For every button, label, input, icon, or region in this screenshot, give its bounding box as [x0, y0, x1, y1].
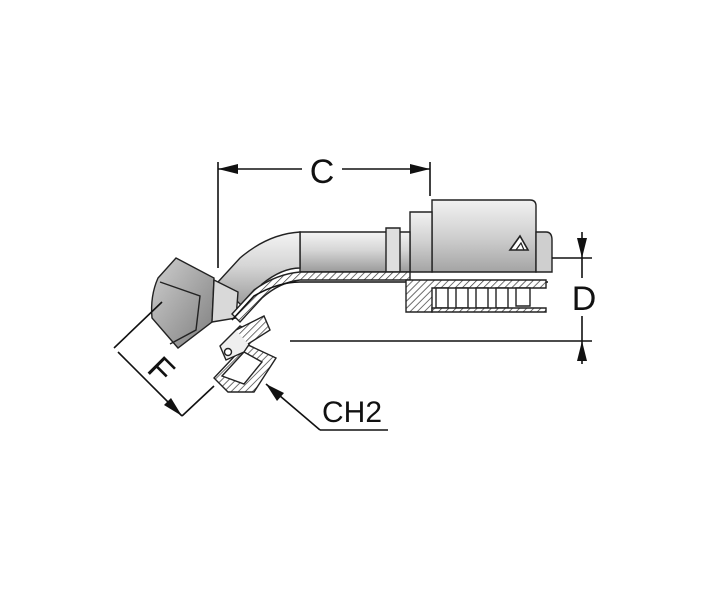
ferrule-teeth — [435, 287, 531, 309]
d-arrow-bottom — [577, 341, 587, 361]
f-extension-top — [113, 301, 163, 349]
swivel-nut-inner — [220, 351, 264, 385]
c-arrow-left — [218, 164, 238, 174]
section-tube-wall — [231, 271, 411, 324]
nut-section-edge — [235, 315, 271, 345]
dimension-c: C — [217, 150, 431, 268]
c-label-bg — [302, 150, 342, 186]
ch2-arrow — [266, 384, 284, 401]
ch2-label: CH2 — [322, 396, 382, 429]
o-ring — [223, 347, 233, 357]
triangle-logo-icon — [508, 234, 530, 251]
swivel-nut-hex — [150, 257, 215, 349]
f-extension-bottom — [181, 385, 215, 417]
fitting-body — [150, 199, 553, 393]
ferrule-step — [409, 211, 433, 273]
f-arrow — [164, 398, 182, 416]
dimension-f-label: F — [140, 349, 182, 391]
c-arrow-right — [410, 164, 430, 174]
ferrule-nose — [535, 231, 553, 273]
dimension-c-label: C — [310, 153, 335, 191]
d-arrow-top — [577, 238, 587, 258]
dimension-d: D — [290, 232, 602, 364]
ch2-leader: CH2 — [265, 383, 388, 431]
dimension-d-label: D — [572, 280, 597, 318]
d-label-bg — [566, 278, 602, 316]
nut-facet — [159, 281, 201, 345]
tube-collar — [385, 227, 401, 273]
bore-line — [231, 281, 548, 321]
ferrule-bottom — [431, 307, 547, 313]
